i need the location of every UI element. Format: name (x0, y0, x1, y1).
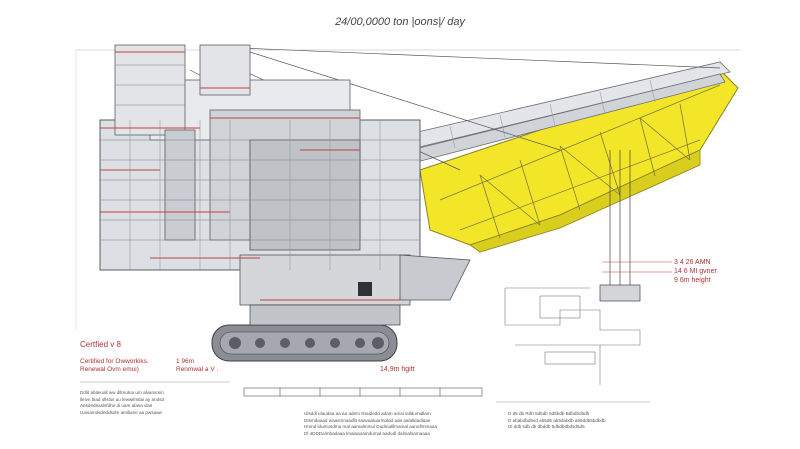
notes-left: Ddlit abiteuall ww dllmutuu um alvanxmin… (80, 390, 230, 416)
notes-center: Ulsddl ulaudaa aa aa adem Ilnaidedd adam… (304, 411, 484, 437)
note-line: Uaviamdsdeddsdm amiliane aa pwsaaw (80, 409, 162, 415)
note-line: Dl ddb sdb db dbddb 5dbdbdbdsd5d5 (508, 424, 585, 429)
mid-line: Renmwal a V . (176, 366, 219, 373)
main-body (99, 44, 471, 306)
bottom-dimension-label: 14,9m hgitt (380, 366, 415, 373)
certified-line: Certified for Owworkiks. (80, 358, 149, 365)
right-dimension-lines (602, 261, 672, 273)
diagram-title: 24/00,0000 ton |oons|/ day (335, 16, 465, 28)
base-outline (504, 287, 641, 385)
mid-line: 1 96m (176, 358, 195, 365)
crawler-track (211, 304, 401, 362)
note-line: D d5 db Rdb 5d5db 5d5bdb Bdbdbd5db (508, 411, 590, 416)
note-line: Ulsddl ulaudaa aa aa adem Ilnaidedd adam… (304, 411, 431, 416)
mid-annotation: 1 96m Renmwal a V . (176, 358, 218, 374)
hoist-assembly (599, 150, 641, 302)
note-line: Hmnd ldumusdma mal aamalmmul Dudmalllmam… (304, 424, 438, 429)
annotation-line: 9 6m height (674, 277, 711, 284)
annotation-line: 14 6 MI gvner (674, 268, 717, 275)
certified-lines: Certified for Owworkiks. Renewal Ovm emu… (80, 358, 149, 374)
certified-heading: Certfied v 8 (80, 340, 121, 349)
left-dimension-lines (80, 381, 650, 403)
note-line: Ddlit abiteuall ww dllmutuu um alvanxmin (80, 390, 164, 395)
certified-line: Renewal Ovm emui) (80, 366, 139, 373)
annotation-line: 3 4 26 AMN (674, 259, 711, 266)
right-annotation: 3 4 26 AMN 14 6 MI gvner 9 6m height (674, 258, 717, 285)
note-line: Dtsmdaaad waasmnaadllt saavaaluarmaldd a… (304, 417, 431, 423)
scale-bar (243, 387, 483, 397)
note-line: Dl 4DDDalmbadaaa lmalaauamdumal aadudl d… (304, 430, 430, 436)
logo-plate (358, 282, 372, 296)
notes-right: D d5 db Rdb 5d5db 5d5bdb Bdbdbd5db D aba… (508, 411, 668, 431)
note-line: D ababdbdbsd ab5d5 ab5dabdb ab5ddb5bdbdb (508, 417, 606, 423)
note-line: Aesdedeaslsfdhe di uam afasa vlas (80, 403, 153, 408)
note-line: lleivn blad ollslus uu lewwlirstlai ay a… (80, 396, 164, 402)
